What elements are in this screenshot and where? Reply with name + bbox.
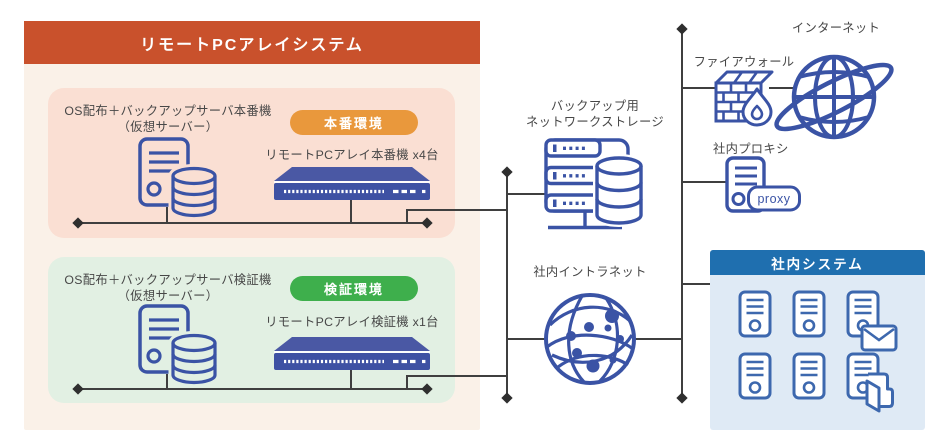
firewall-label: ファイアウォール	[693, 55, 795, 69]
internet-trunk-line	[681, 29, 683, 399]
trunk-end-node	[501, 166, 513, 178]
trunk-end-node	[501, 392, 513, 404]
internal-server-icon	[738, 290, 772, 338]
trunk-end-node	[676, 23, 688, 35]
storage-trunk-line	[506, 172, 508, 399]
backup-server-database-icon	[138, 304, 218, 387]
proxy-tag-text: proxy	[757, 192, 790, 206]
connector-line	[406, 209, 408, 223]
intranet-right-branch-line	[634, 338, 682, 340]
backup-server-database-icon	[138, 137, 218, 220]
diagram-title-banner: リモートPCアレイシステム	[24, 21, 480, 64]
internal-server-icon	[792, 290, 826, 338]
internal-systems-panel: 社内システム	[710, 250, 925, 430]
proxy-label: 社内プロキシ	[713, 142, 789, 156]
proxy-server-icon: proxy	[725, 156, 801, 213]
production-bus-line	[78, 222, 427, 224]
intranet-left-branch-line	[507, 338, 546, 340]
connector-line	[166, 374, 168, 389]
production-server-label: OS配布＋バックアップサーバ本番機 （仮想サーバー）	[64, 104, 272, 135]
backup-storage-label: バックアップ用 ネットワークストレージ	[526, 99, 664, 130]
connector-line	[166, 207, 168, 223]
production-uplink-line	[406, 209, 507, 211]
verification-server-label: OS配布＋バックアップサーバ検証機 （仮想サーバー）	[64, 273, 272, 304]
intranet-globe-icon	[544, 293, 636, 385]
verification-array-label: リモートPCアレイ検証機 x1台	[265, 315, 439, 329]
flame-icon	[741, 87, 773, 127]
pc-array-appliance-icon	[274, 337, 430, 370]
production-badge: 本番環境	[290, 110, 418, 135]
network-storage-icon	[544, 138, 645, 230]
diagram-title: リモートPCアレイシステム	[140, 36, 364, 54]
internal-systems-header: 社内システム	[710, 250, 925, 275]
internet-label: インターネット	[791, 21, 881, 35]
verification-bus-line	[78, 388, 427, 390]
internal-server-icon	[792, 352, 826, 400]
firewall-internet-line	[769, 87, 796, 89]
internal-systems-title: 社内システム	[771, 256, 864, 272]
verification-badge: 検証環境	[290, 276, 418, 301]
firewall-icon	[714, 70, 774, 127]
connector-line	[350, 200, 352, 223]
connector-line	[350, 369, 352, 389]
systems-branch-line	[682, 283, 710, 285]
storage-branch-line	[507, 193, 547, 195]
proxy-branch-line	[682, 181, 727, 183]
trunk-end-node	[676, 392, 688, 404]
open-door-icon	[865, 372, 894, 413]
internet-globe-icon	[774, 54, 894, 140]
firewall-branch-line	[682, 87, 717, 89]
internal-server-icon	[738, 352, 772, 400]
pc-array-appliance-icon	[274, 167, 430, 200]
intranet-label: 社内イントラネット	[533, 265, 647, 279]
production-array-label: リモートPCアレイ本番機 x4台	[265, 148, 439, 162]
connector-line	[406, 375, 408, 389]
envelope-icon	[860, 324, 898, 352]
verification-uplink-line	[406, 375, 507, 377]
